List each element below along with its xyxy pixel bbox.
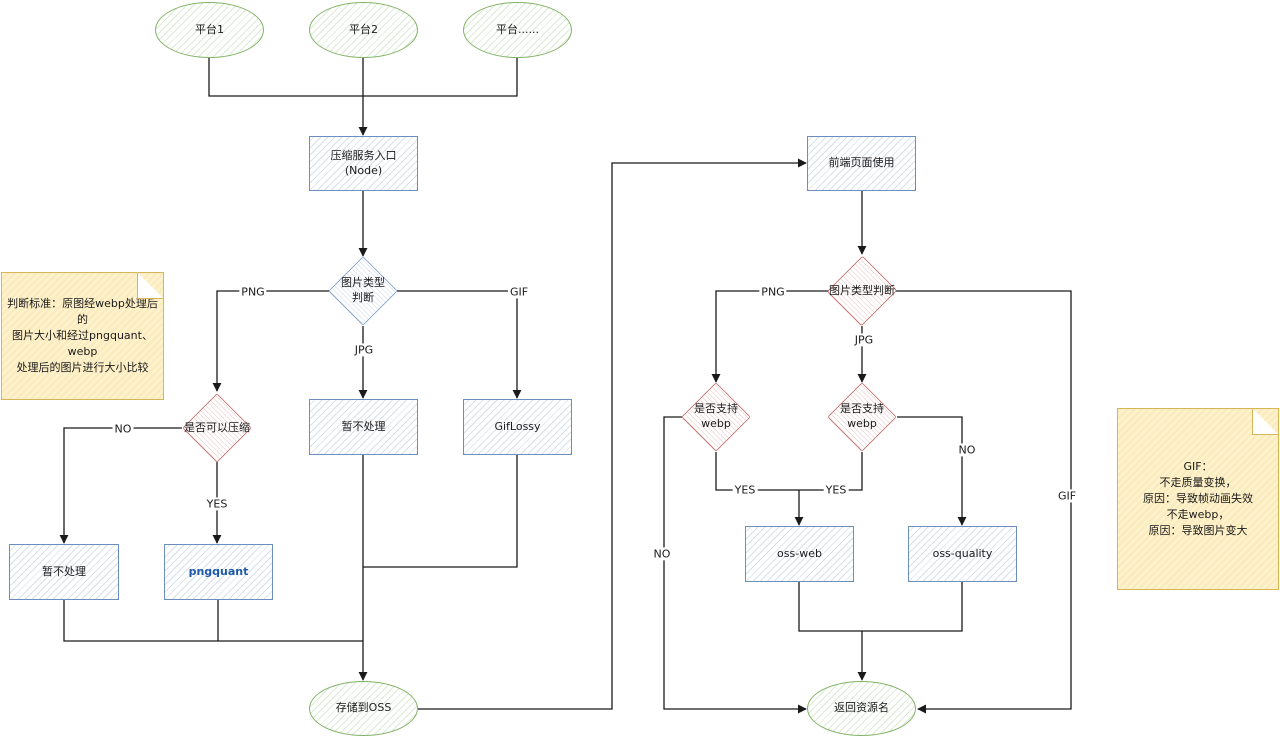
edge-label-yes-right-a: YES [732,483,758,497]
gif-note-text: GIF： 不走质量变换， 原因：导致帧动画失效 不走webp， 原因：导致图片变… [1143,460,1253,537]
platform-more-node: 平台...... [463,2,572,58]
pngquant-node: pngquant [164,544,273,600]
webp-support-check-png: 是否支持webp [681,382,751,452]
frontend-usage-node: 前端页面使用 [807,136,916,191]
edge-label-jpg-right: JPG [852,333,876,347]
edge-gif-left [397,290,522,399]
edge-label-jpg-left: JPG [352,343,376,357]
no-process-left-node: 暂不处理 [9,544,119,600]
compress-service-entry-node: 压缩服务入口 (Node) [309,136,418,191]
oss-web-node: oss-web [745,526,854,582]
edge-giflossy-oss [363,455,518,568]
edge-webp-png-yes [715,452,799,491]
edge-label-gif-right: GIF [1055,489,1079,503]
image-type-check-left-label: 图片类型 判断 [341,276,385,304]
edge-label-png-right: PNG [759,285,787,299]
can-compress-label: 是否可以压缩 [184,420,250,434]
image-type-check-right: 图片类型判断 [826,255,898,327]
edge-webp-png-no [663,416,807,714]
platform-1-node: 平台1 [155,2,264,58]
giflossy-node: GifLossy [463,399,572,455]
edge-ossquality-return [862,582,963,632]
edge-webp-jpg-yes [799,452,863,491]
note-fold-icon [1252,408,1279,435]
edge-png-right [711,290,828,383]
return-resource-name-node: 返回资源名 [807,681,916,736]
edge-png-left [212,290,329,392]
edge-label-no-left: NO [112,422,134,436]
note-fold-icon [137,272,164,299]
edge-label-yes-left: YES [204,497,230,511]
edge-label-no-right-a: NO [956,443,978,457]
edge-no-left [59,427,182,544]
criteria-note: 判断标准：原图经webp处理后的 图片大小和经过pngquant、webp 处理… [1,272,164,400]
store-oss-node: 存储到OSS [309,681,418,736]
edge-platform1-entry [208,58,363,97]
can-compress-check: 是否可以压缩 [182,393,252,463]
webp-support-check-jpg: 是否支持webp [827,382,897,452]
edge-gif-right [896,290,1072,714]
webp-support-check-png-label: 是否支持webp [694,402,738,430]
edge-oss-frontend [418,158,807,710]
edge-osweb-return [798,582,862,632]
edge-label-yes-right-b: YES [823,483,849,497]
image-type-check-right-label: 图片类型判断 [829,283,895,297]
platform-2-node: 平台2 [309,2,418,58]
edge-platform-more-entry [363,58,518,97]
edge-label-gif-left: GIF [507,285,531,299]
oss-quality-node: oss-quality [908,526,1017,582]
edge-webp-jpg-no [897,416,967,526]
no-process-mid-node: 暂不处理 [309,399,418,455]
gif-note: GIF： 不走质量变换， 原因：导致帧动画失效 不走webp， 原因：导致图片变… [1117,408,1279,590]
edge-label-no-right-b: NO [651,547,673,561]
edge-noprocess-left-oss [63,600,363,642]
edge-label-png-left: PNG [239,285,267,299]
webp-support-check-jpg-label: 是否支持webp [840,402,884,430]
criteria-note-text: 判断标准：原图经webp处理后的 图片大小和经过pngquant、webp 处理… [7,297,158,374]
image-type-check-left: 图片类型 判断 [328,256,398,326]
